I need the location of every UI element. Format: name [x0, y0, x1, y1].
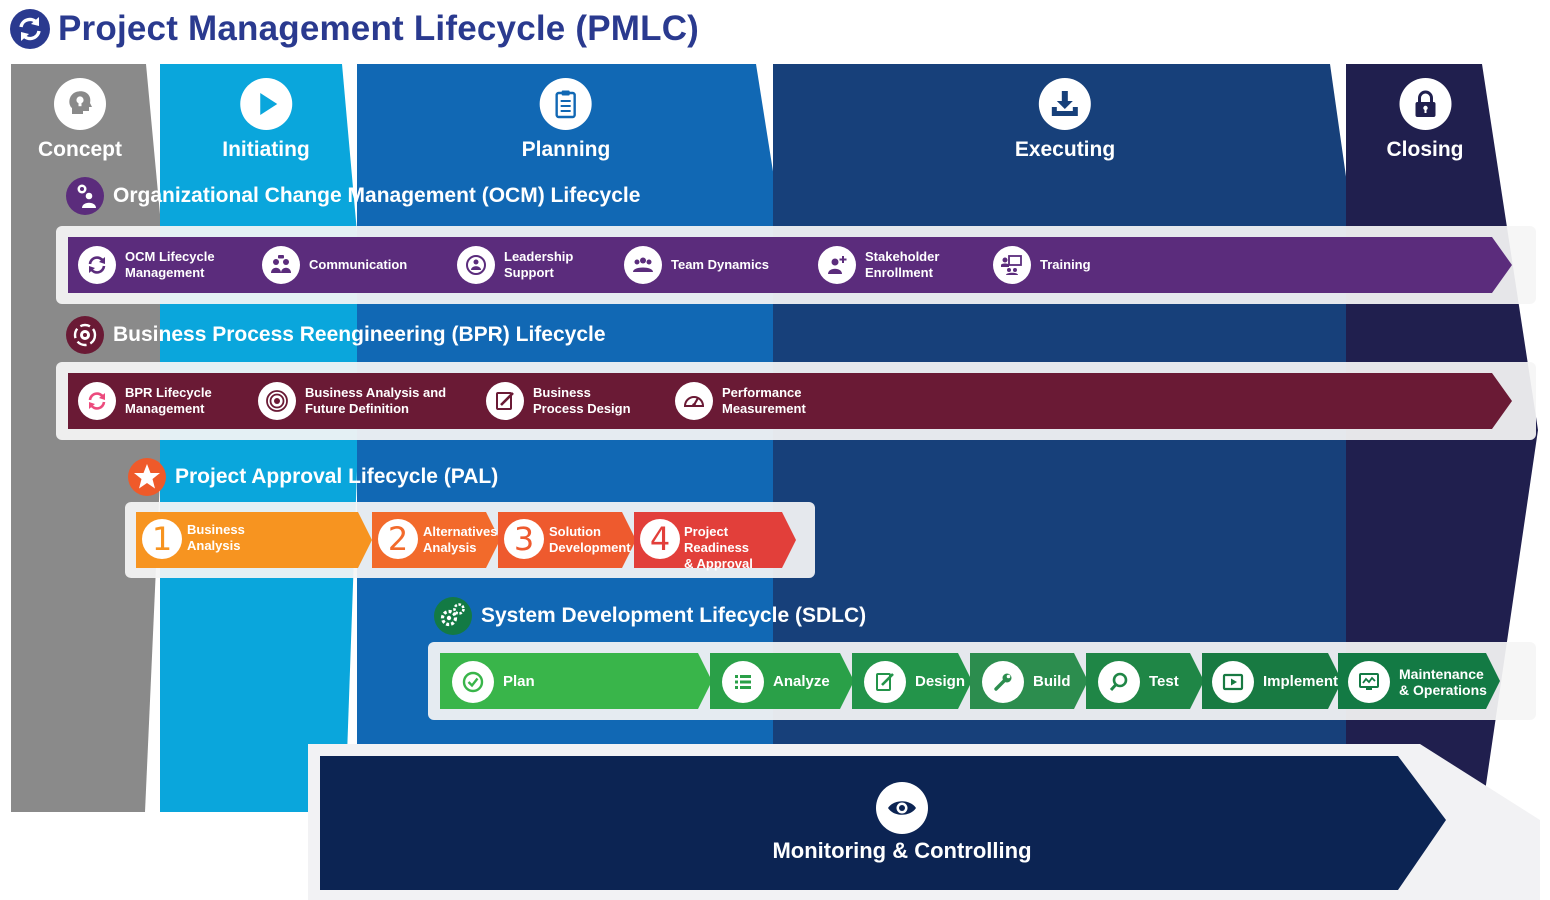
phase-concept: Concept — [38, 78, 122, 162]
ocm-item-lifecycle-management: OCM Lifecycle Management — [78, 246, 215, 284]
process-cycle-icon — [73, 323, 97, 347]
cycle-icon — [88, 256, 106, 274]
sdlc-step-maintenance-operations: Maintenance & Operations — [1338, 653, 1500, 709]
bpr-lifecycle-band — [68, 373, 1512, 429]
sdlc-step-implement: Implement — [1202, 653, 1342, 709]
gears-icon — [440, 603, 465, 627]
cycle-icon — [88, 392, 106, 410]
team-icon — [633, 257, 653, 272]
ocm-item-stakeholder-enrollment: Stakeholder Enrollment — [818, 246, 939, 284]
pal-step-solution-development: 3 Solution Development — [498, 512, 636, 568]
bpr-item-business-process-design: Business Process Design — [486, 382, 631, 420]
bpr-item-lifecycle-management: BPR Lifecycle Management — [78, 382, 212, 420]
gauge-icon — [683, 396, 705, 407]
phase-executing: Executing — [1015, 78, 1115, 162]
bpr-section-title: Business Process Reengineering (BPR) Lif… — [66, 316, 606, 354]
pencil-page-icon — [876, 673, 894, 691]
lock-icon — [1415, 90, 1435, 117]
target-icon — [266, 390, 288, 412]
download-tray-icon — [1051, 91, 1078, 116]
gear-person-icon — [77, 184, 96, 208]
phase-label: Executing — [1014, 138, 1116, 161]
phase-label: Planning — [521, 138, 611, 161]
bpr-item-business-analysis: Business Analysis and Future Definition — [258, 382, 446, 420]
pal-step-business-analysis: 1 Business Analysis — [136, 512, 372, 568]
list-icon — [735, 675, 751, 689]
page-header: Project Management Lifecycle (PMLC) — [10, 6, 699, 52]
monitoring-icon-circle — [876, 782, 928, 834]
sdlc-step-analyze: Analyze — [710, 653, 854, 709]
phase-closing: Closing — [1387, 78, 1464, 162]
ocm-item-leadership-support: Leadership Support — [457, 246, 573, 284]
phase-label: Initiating — [222, 138, 310, 161]
ocm-item-communication: Communication — [262, 246, 407, 284]
eye-icon — [888, 801, 916, 815]
phase-initiating: Initiating — [222, 78, 310, 162]
monitor-chart-icon — [1359, 673, 1379, 690]
pal-section-title: Project Approval Lifecycle (PAL) — [128, 458, 498, 496]
lightbulb-head-icon — [69, 91, 92, 114]
sdlc-step-test: Test — [1086, 653, 1204, 709]
leadership-icon — [466, 255, 486, 275]
sdlc-step-plan: Plan — [440, 653, 712, 709]
ocm-item-team-dynamics: Team Dynamics — [624, 246, 769, 284]
refresh-cycle-icon — [10, 9, 50, 49]
ocm-section-title: Organizational Change Management (OCM) L… — [66, 177, 640, 215]
pal-step-alternatives-analysis: 2 Alternatives Analysis — [372, 512, 500, 568]
phase-label: Concept — [38, 138, 122, 161]
screen-play-icon — [1222, 673, 1244, 691]
wrench-icon — [994, 673, 1012, 691]
communication-icon — [271, 255, 291, 273]
bpr-item-performance-measurement: Performance Measurement — [675, 382, 806, 420]
add-user-icon — [828, 256, 847, 274]
play-icon — [260, 93, 277, 115]
star-icon — [134, 464, 160, 489]
sdlc-step-design: Design — [852, 653, 972, 709]
sdlc-section-title: System Development Lifecycle (SDLC) — [434, 597, 866, 635]
design-icon — [496, 392, 514, 410]
magnifier-icon — [1109, 672, 1128, 692]
clipboard-icon — [555, 90, 577, 119]
monitoring-controlling-label: Monitoring & Controlling — [772, 838, 1032, 863]
ocm-item-training: Training — [993, 246, 1091, 284]
check-circle-icon — [462, 671, 484, 693]
training-icon — [1001, 255, 1022, 275]
phase-label: Closing — [1386, 138, 1464, 161]
phase-planning: Planning — [521, 78, 611, 162]
ocm-lifecycle-band — [68, 237, 1512, 293]
page-title: Project Management Lifecycle (PMLC) — [58, 9, 700, 48]
pal-step-project-readiness: 4 Project Readiness & Approval — [634, 512, 796, 571]
sdlc-step-build: Build — [970, 653, 1088, 709]
